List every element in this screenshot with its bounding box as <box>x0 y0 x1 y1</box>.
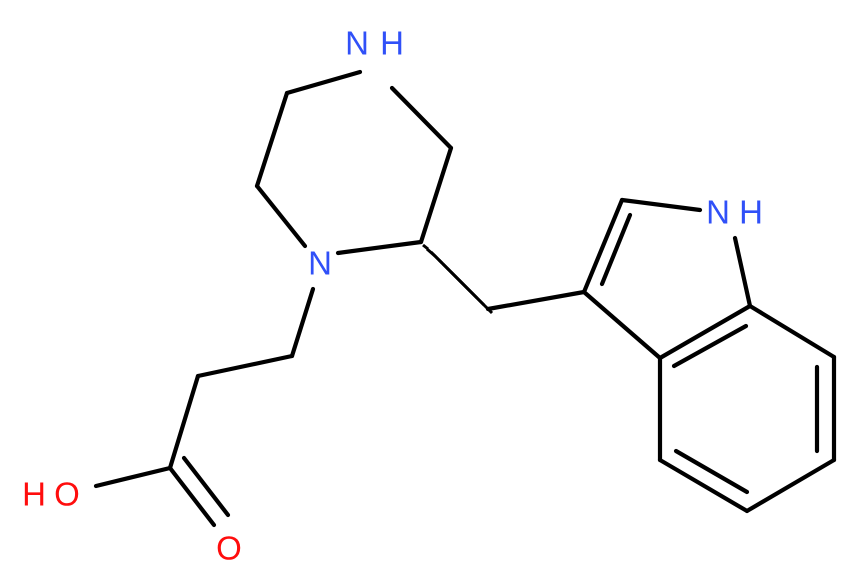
bond-carboxyl-o <box>167 465 217 528</box>
bond-n-left-stereocenter <box>335 239 424 256</box>
bond-ch2-carboxyl <box>167 373 201 471</box>
bond-c7a-c3a <box>657 303 753 361</box>
stereo-hashed-wedge <box>418 239 494 315</box>
bond-stereocenter-c-right <box>418 145 454 245</box>
bond-c3-c3a <box>581 289 663 361</box>
indole-benzene-ring <box>657 303 837 514</box>
atom-label-o-hydroxyl: O <box>54 476 80 513</box>
indole-pyrrole-ring <box>581 197 753 361</box>
bond-n-left-ch2 <box>289 286 316 359</box>
bond-c-n-left <box>254 183 308 249</box>
bond-c-right-n-top <box>389 85 454 151</box>
bond-carboxyl-oh <box>93 465 173 489</box>
bond-ch2-ch2 <box>195 353 295 379</box>
atom-label-n-top: N <box>345 25 369 62</box>
atom-label-o-carbonyl: O <box>216 530 242 567</box>
propanoic-acid-chain <box>93 286 316 528</box>
bond-c3-c2 <box>581 197 625 295</box>
bond-c5-c4-double <box>673 448 750 495</box>
bond-carboxyl-o-double <box>181 455 231 518</box>
piperazine-ring <box>254 69 454 256</box>
atom-label-h-indole: H <box>739 194 763 231</box>
bond-c7a-c3a-double <box>671 323 749 369</box>
atom-label-n-left: N <box>308 245 332 282</box>
bond-c2-n1 <box>619 197 703 213</box>
bond-n1-c7a <box>732 235 753 309</box>
atom-label-h-top: H <box>380 25 404 62</box>
bond-c7a-c7 <box>747 303 837 360</box>
bond-ch2-indole-c3 <box>485 289 587 312</box>
atom-label-n-indole: N <box>706 194 730 231</box>
bond-c5-c4 <box>657 457 750 514</box>
bond-c3-c2-double <box>599 212 633 287</box>
bond-c6-c5 <box>744 457 837 514</box>
bond-c-c-left-upper <box>254 90 290 189</box>
bond-n-top-c <box>284 69 363 96</box>
atom-label-h-hydroxyl: H <box>22 476 46 513</box>
